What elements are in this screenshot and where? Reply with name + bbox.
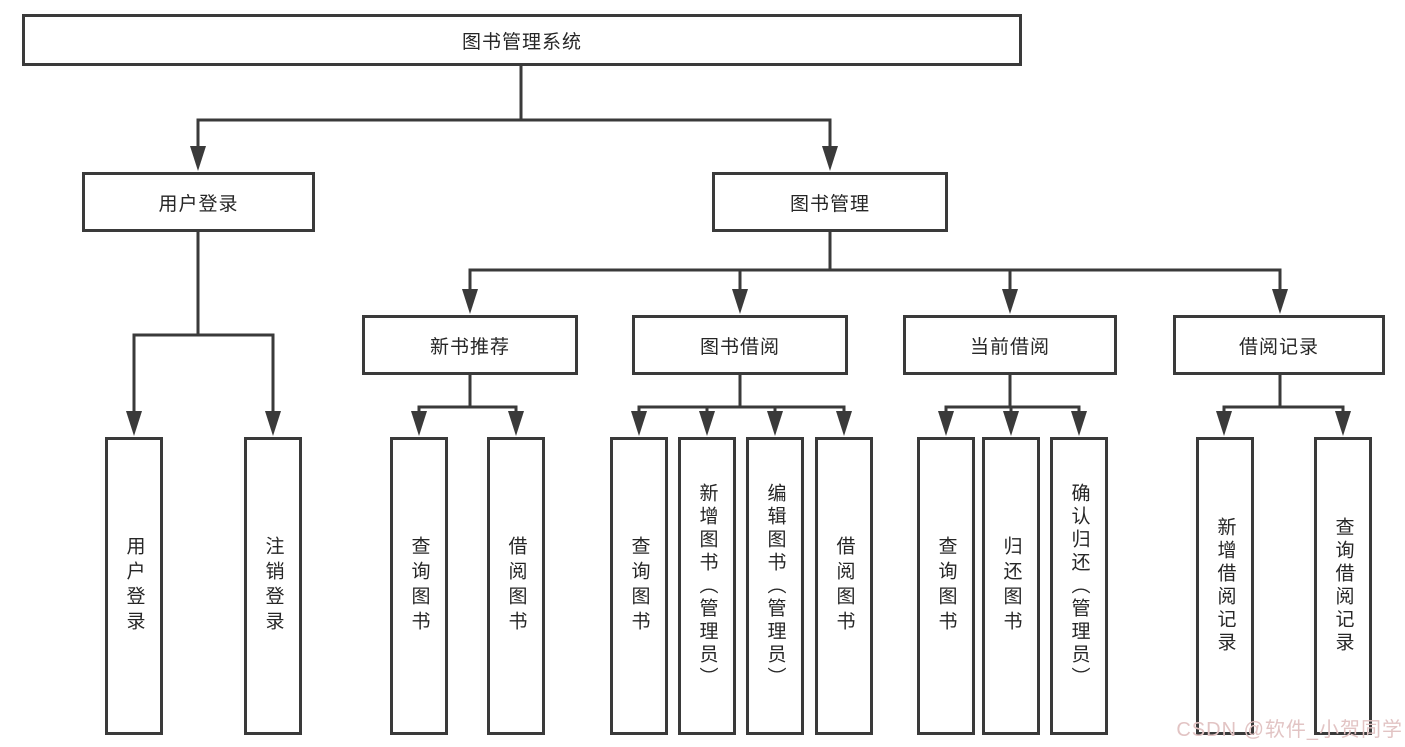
leaf-edit-books-admin: 编辑图书（管理员）: [746, 437, 804, 735]
leaf-borrowing-query-books: 查询图书: [610, 437, 668, 735]
edges-new-book: [411, 375, 524, 436]
node-book-borrowing: 图书借阅: [632, 315, 848, 375]
node-borrowing-records: 借阅记录: [1173, 315, 1385, 375]
edges-book-borrow: [631, 375, 852, 436]
leaf-return-books: 归还图书: [982, 437, 1040, 735]
leaf-current-query-books: 查询图书: [917, 437, 975, 735]
edges-current-borrow: [938, 375, 1087, 436]
edges-user-login: [126, 232, 281, 436]
node-new-book-recommend: 新书推荐: [362, 315, 578, 375]
node-book-management: 图书管理: [712, 172, 948, 232]
leaf-query-borrow-record: 查询借阅记录: [1314, 437, 1372, 735]
node-library-management-system: 图书管理系统: [22, 14, 1022, 66]
leaf-user-login: 用户登录: [105, 437, 163, 735]
edges-root: [190, 66, 838, 171]
leaf-logout: 注销登录: [244, 437, 302, 735]
leaf-add-borrow-record: 新增借阅记录: [1196, 437, 1254, 735]
edges-book-mgmt: [462, 232, 1288, 314]
leaf-newbook-borrow-books: 借阅图书: [487, 437, 545, 735]
leaf-newbook-query-books: 查询图书: [390, 437, 448, 735]
edges-borrow-record: [1216, 375, 1351, 436]
node-user-login: 用户登录: [82, 172, 315, 232]
csdn-watermark: CSDN @软件_小贺同学: [1176, 719, 1403, 741]
node-current-borrowing: 当前借阅: [903, 315, 1117, 375]
leaf-borrowing-borrow-books: 借阅图书: [815, 437, 873, 735]
leaf-add-books-admin: 新增图书（管理员）: [678, 437, 736, 735]
leaf-confirm-return-admin: 确认归还（管理员）: [1050, 437, 1108, 735]
